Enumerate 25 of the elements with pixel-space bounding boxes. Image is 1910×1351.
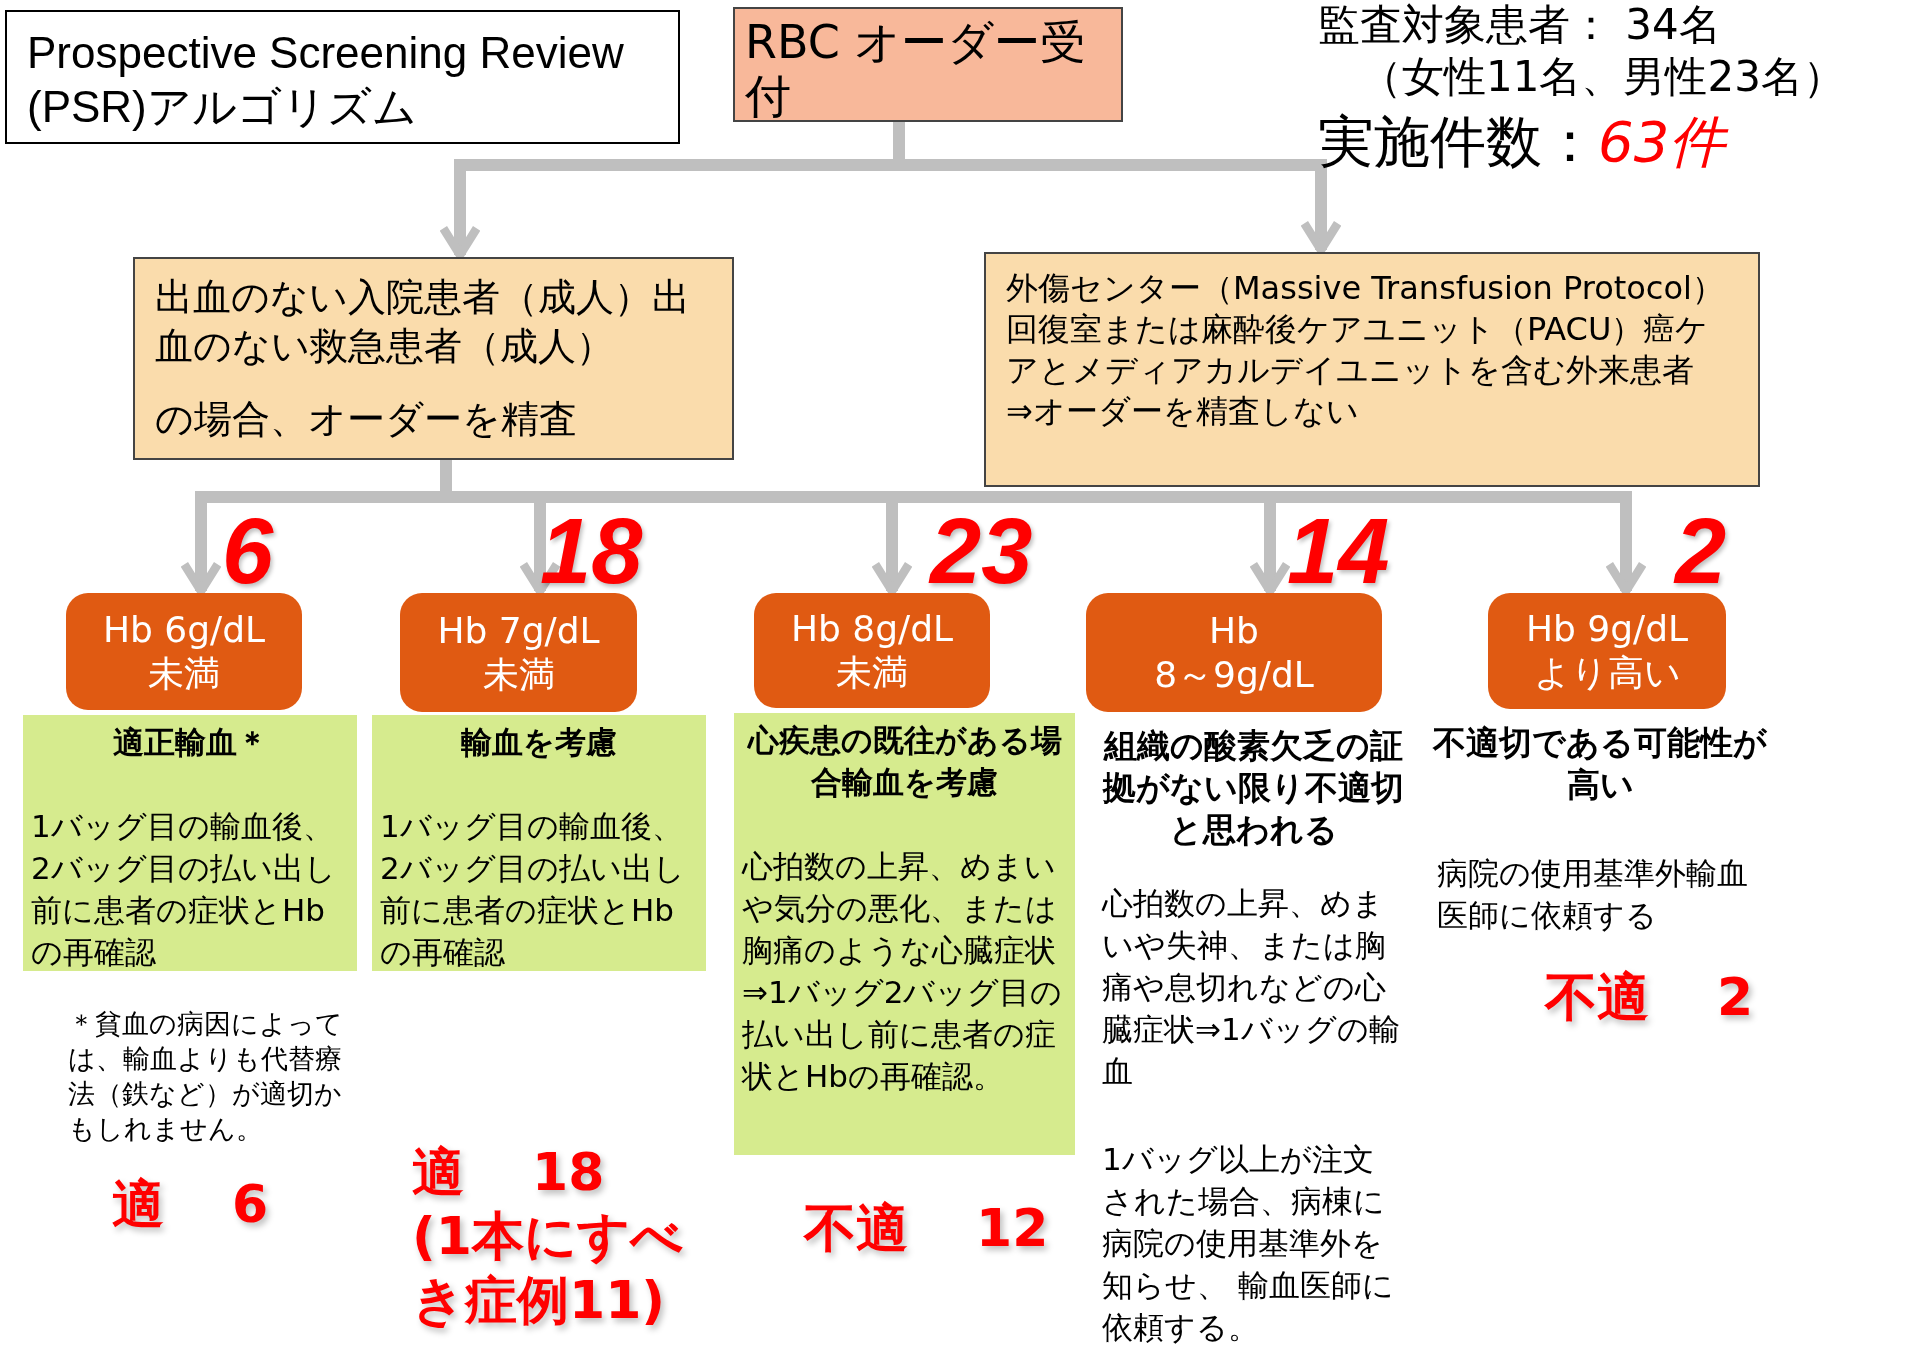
guidance-box: 心疾患の既往がある場合輸血を考慮 心拍数の上昇、めまいや気分の悪化、または胸痛のような心臓症状⇒1バッグ2バッグ目の払い出し前に患者の症状とHbの再確認。 [734, 713, 1075, 1155]
guidance-text: 心拍数の上昇、めまいや失神、または胸痛や息切れなどの心臓症状⇒1バッグの輸血 [1102, 884, 1401, 1091]
hb-threshold-box: Hb 8g/dL 未満 [754, 593, 990, 708]
result-count: 不適 2 [1545, 966, 1755, 1029]
hb-threshold-box: Hb 8～9g/dL [1086, 593, 1382, 712]
assessment-heading: 不適切である可能性が高い [1432, 722, 1768, 806]
hb-threshold-box: Hb 7g/dL 未満 [400, 593, 637, 712]
patient-group-box: 外傷センター（Massive Transfusion Protocol）回復室または麻酔後ケアユニット（PACU）癌ケアとメディアカルデイユニットを含む外来患者 ⇒オーダーを精査しない [984, 252, 1760, 487]
guidance-box: 適正輸血＊ 1バッグ目の輸血後、2バッグ目の払い出し前に患者の症状とHbの再確認 [23, 715, 357, 971]
footnote: ＊貧血の病因によっては、輸血よりも代替療法（鉄など）が適切かもしれません。 [68, 1007, 344, 1146]
hb-threshold-box: Hb 6g/dL 未満 [66, 593, 302, 710]
assessment-heading: 組織の酸素欠乏の証拠がない限り不適切と思われる [1101, 725, 1405, 851]
result-count: 適 18 (1本にすべき症例11) [412, 1141, 684, 1332]
result-count: 不適 12 [804, 1197, 1050, 1260]
guidance-text: 1バッグ以上が注文された場合、病棟に病院の使用基準外を知らせ、 輸血医師に依頼する。 [1102, 1140, 1395, 1347]
patient-group-box: 出血のない入院患者（成人）出血のない救急患者（成人） の場合、オーダーを精査 [133, 257, 734, 460]
guidance-text: 病院の使用基準外輸血医師に依頼する [1437, 854, 1749, 935]
patient-count-text: （女性11名、男性23名） [1360, 52, 1846, 102]
guidance-box: 輸血を考慮 1バッグ目の輸血後、2バッグ目の払い出し前に患者の症状とHbの再確認 [372, 715, 706, 971]
order-box: RBC オーダー受付 [733, 7, 1123, 122]
case-count-text: 実施件数：63件 [1318, 110, 1878, 174]
result-count: 適 6 [112, 1173, 270, 1236]
diagram-title: Prospective Screening Review (PSR)アルゴリズム [5, 10, 680, 144]
patient-count-text: 監査対象患者： 34名 [1318, 0, 1722, 50]
hb-threshold-box: Hb 9g/dL より高い [1488, 593, 1726, 709]
